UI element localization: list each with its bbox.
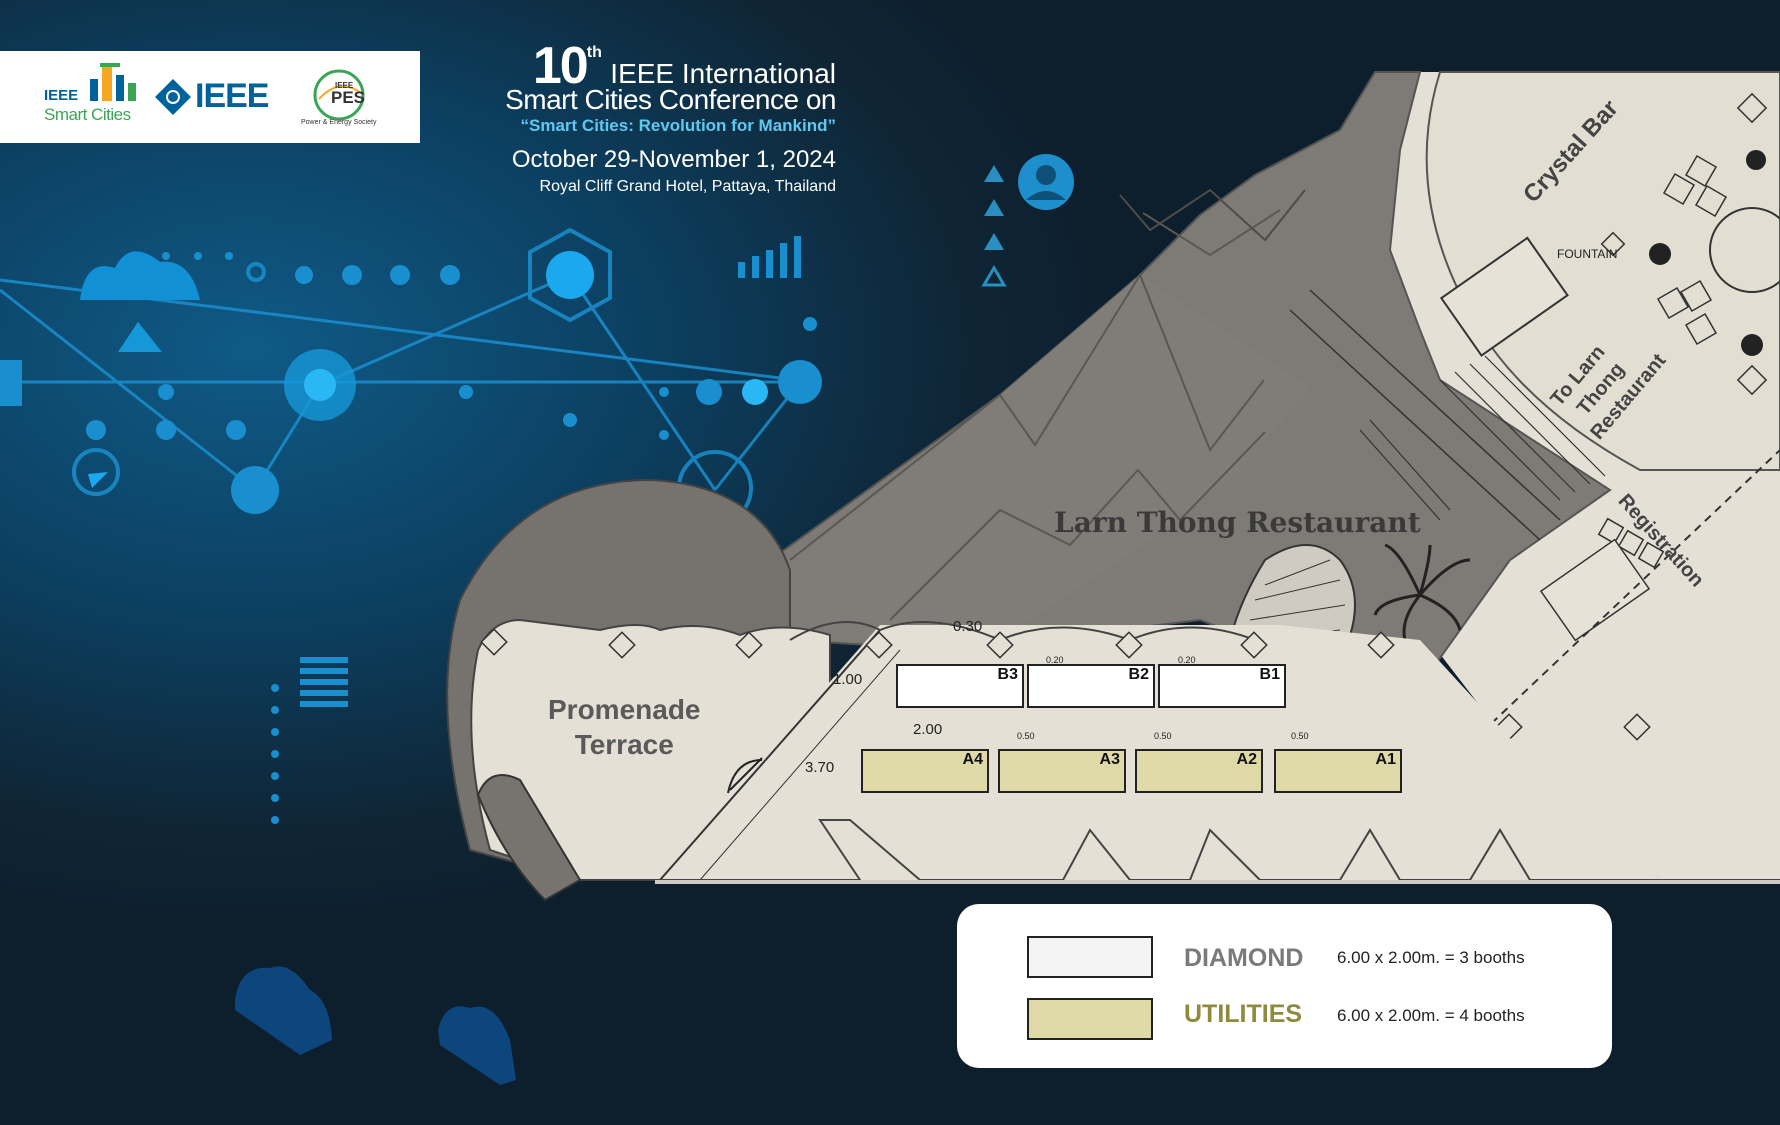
ieee-smart-cities-line2: Smart Cities xyxy=(44,105,131,124)
booth-id: B2 xyxy=(1128,666,1149,683)
conference-dates: October 29-November 1, 2024 xyxy=(511,146,836,173)
legend-swatch-diamond xyxy=(1027,936,1153,978)
dim-gap-b2-b1: 0.20 xyxy=(1178,655,1196,665)
booth-id: A1 xyxy=(1375,751,1396,768)
dim-gap-top: 0.30 xyxy=(953,618,983,635)
pes-line3: Power & Energy Society xyxy=(301,119,377,126)
legend-swatch-utilities xyxy=(1027,998,1153,1040)
booth-id: B3 xyxy=(997,666,1018,683)
terrace-label-line1: Promenade xyxy=(548,694,701,725)
booth-a1[interactable]: A1 xyxy=(1274,749,1402,793)
booth-b1[interactable]: B1 xyxy=(1158,664,1286,708)
pes-line2: PES xyxy=(331,88,366,107)
dim-gap-b3-b2: 0.20 xyxy=(1046,655,1064,665)
booth-legend: DIAMOND 6.00 x 2.00m. = 3 booths UTILITI… xyxy=(957,904,1612,1068)
conference-title-line2: Smart Cities Conference on xyxy=(505,84,836,115)
booth-id: A2 xyxy=(1236,751,1257,768)
restaurant-label: Larn Thong Restaurant xyxy=(1054,506,1421,539)
dim-gap-a2-a1: 0.50 xyxy=(1291,731,1309,741)
pes-globe-icon xyxy=(313,69,365,121)
edition-suffix: th xyxy=(586,44,602,61)
ieee-diamond-icon xyxy=(155,79,191,115)
dim-left-a: 3.70 xyxy=(805,759,835,776)
conference-theme: “Smart Cities: Revolution for Mankind” xyxy=(520,116,836,135)
legend-desc-utilities: 6.00 x 2.00m. = 4 booths xyxy=(1337,1006,1525,1025)
dim-gap-a4-a3: 0.50 xyxy=(1017,731,1035,741)
dim-aisle: 2.00 xyxy=(913,721,943,738)
booth-id: A3 xyxy=(1099,751,1120,768)
fountain-label: FOUNTAIN xyxy=(1557,247,1618,261)
ieee-logo: IEEE xyxy=(155,73,280,119)
city-skyline-icon xyxy=(90,63,136,101)
ieee-smart-cities-logo: IEEE Smart Cities xyxy=(42,63,142,129)
dim-left-b: 1.00 xyxy=(833,671,863,688)
booth-id: B1 xyxy=(1259,666,1280,683)
legend-desc-diamond: 6.00 x 2.00m. = 3 booths xyxy=(1337,948,1525,967)
legend-name-utilities: UTILITIES xyxy=(1184,1000,1303,1028)
terrace-label-line2: Terrace xyxy=(574,729,674,760)
sponsor-logos: IEEE Smart Cities IEEE IEEE PES Power & … xyxy=(0,51,420,143)
terrace-label: Promenade Terrace xyxy=(548,692,701,762)
legend-name-diamond: DIAMOND xyxy=(1184,944,1304,972)
conference-venue: Royal Cliff Grand Hotel, Pattaya, Thaila… xyxy=(539,178,836,195)
dim-gap-a3-a2: 0.50 xyxy=(1154,731,1172,741)
pes-line1: IEEE xyxy=(335,81,354,90)
booth-b3[interactable]: B3 xyxy=(896,664,1024,708)
booth-a3[interactable]: A3 xyxy=(998,749,1126,793)
booth-a4[interactable]: A4 xyxy=(861,749,989,793)
booth-id: A4 xyxy=(962,751,983,768)
ieee-pes-logo: IEEE PES Power & Energy Society xyxy=(295,61,395,133)
ieee-smart-cities-line1: IEEE xyxy=(44,87,79,104)
conference-title-line1: IEEE International xyxy=(610,58,836,89)
booth-a2[interactable]: A2 xyxy=(1135,749,1263,793)
conference-heading: 10th IEEE International Smart Cities Con… xyxy=(416,40,836,196)
edition-number: 10 xyxy=(532,37,589,95)
booth-b2[interactable]: B2 xyxy=(1027,664,1155,708)
ieee-wordmark: IEEE xyxy=(195,77,269,115)
